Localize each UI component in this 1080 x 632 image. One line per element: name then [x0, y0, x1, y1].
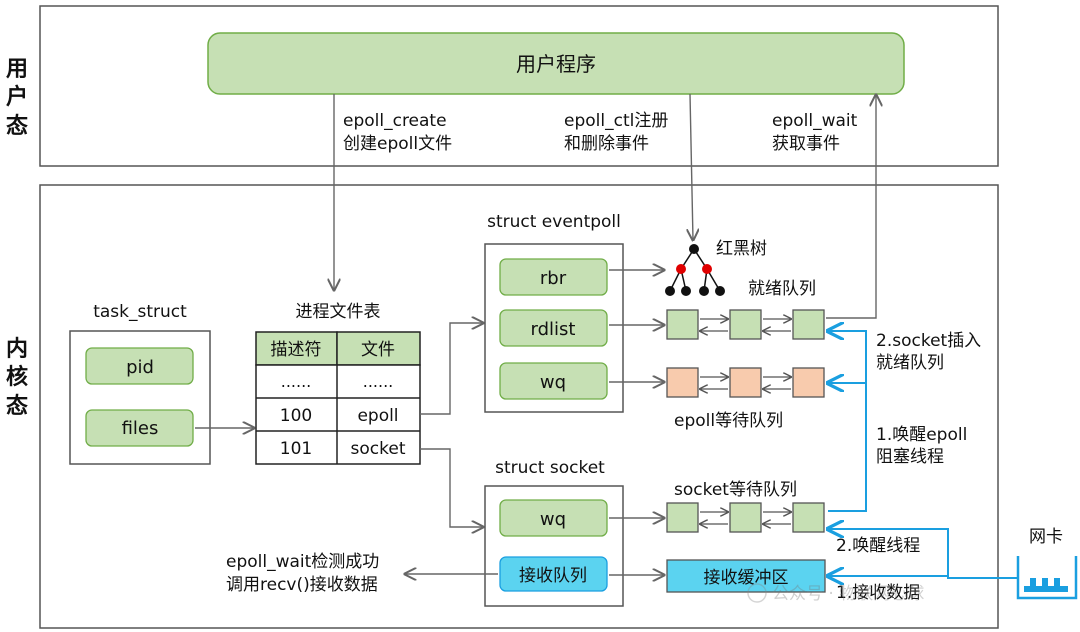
eventpoll-rdlist-label: rdlist — [531, 319, 576, 340]
rb-tree-icon — [665, 244, 725, 296]
arrow-epoll-ctl — [690, 93, 693, 240]
epoll-wait-node — [666, 367, 699, 398]
rb-tree-label: 红黑树 — [716, 239, 767, 259]
api-epoll-wait: epoll_wait — [772, 111, 858, 131]
eventpoll-rbr-label: rbr — [540, 268, 567, 289]
fd-row-3-fd: 101 — [280, 439, 312, 459]
nic-label: 网卡 — [1029, 527, 1063, 547]
arrow-epoll-to-eventpoll — [420, 323, 483, 415]
kernel-space-char-1: 内 — [6, 337, 28, 362]
user-space-label: 用 户 态 — [6, 57, 28, 139]
eventpoll-rbr-box — [499, 258, 608, 296]
arrow-socket-to-struct — [420, 448, 483, 527]
step-receive-label: 1.接收数据 — [836, 583, 920, 603]
socket-title: struct socket — [495, 458, 605, 478]
kernel-space-char-2: 核 — [6, 364, 28, 390]
epoll-wait-queue — [666, 367, 825, 398]
epoll-wait-detect-label: epoll_wait检测成功 — [226, 552, 379, 572]
epoll-wait-node — [792, 367, 825, 398]
eventpoll-title: struct eventpoll — [487, 212, 621, 232]
nic-icon — [1016, 556, 1078, 600]
socket-wait-node — [729, 502, 762, 533]
socket-wait-node — [792, 502, 825, 533]
watermark: 公众号 · 物联网心球 — [747, 583, 924, 604]
ready-list — [666, 309, 825, 340]
api-epoll-create: epoll_create — [343, 111, 447, 131]
kernel-space-label: 内 核 态 — [6, 337, 28, 419]
recv-call-label: 调用recv()接收数据 — [226, 575, 378, 595]
task-files-box — [85, 409, 194, 447]
wechat-icon — [747, 583, 767, 603]
epoll-wait-node — [729, 367, 762, 398]
socket-wq-box — [499, 499, 608, 537]
arrow-epoll-wait — [826, 95, 876, 319]
ready-list-label: 就绪队列 — [748, 279, 816, 299]
eventpoll-wq-box — [499, 362, 608, 400]
fd-header-file: 文件 — [361, 340, 395, 360]
recv-buffer-label: 接收缓冲区 — [704, 568, 789, 588]
user-space-frame — [39, 5, 999, 167]
task-pid-box — [85, 347, 194, 385]
step-wake-epoll-label-1: 1.唤醒epoll — [876, 425, 967, 445]
arrow-nic-to-buffer — [828, 576, 1018, 578]
user-space-char-2: 户 — [6, 84, 28, 110]
step-wake-thread-label: 2.唤醒线程 — [836, 536, 920, 556]
fd-row-2-file: epoll — [357, 406, 398, 426]
fd-table: 描述符 文件 ...... ...... 100 epoll 101 socke… — [255, 331, 421, 465]
socket-recv-queue-box — [499, 556, 608, 592]
arrow-insert-ready — [828, 331, 867, 383]
fd-header-descriptor: 描述符 — [271, 340, 322, 360]
eventpoll-rdlist-box — [499, 309, 608, 347]
api-epoll-ctl: epoll_ctl注册 — [564, 111, 668, 131]
fd-row-3-file: socket — [351, 439, 406, 459]
socket-wait-node — [666, 502, 699, 533]
api-epoll-ctl-desc: 和删除事件 — [564, 134, 649, 154]
task-pid-label: pid — [126, 357, 154, 378]
kernel-space-char-3: 态 — [6, 393, 28, 419]
api-epoll-wait-desc: 获取事件 — [772, 134, 840, 154]
task-struct-title: task_struct — [93, 302, 187, 322]
step-insert-label-1: 2.socket插入 — [876, 331, 981, 351]
ready-node — [666, 309, 699, 340]
kernel-space-frame — [39, 184, 999, 629]
api-epoll-create-desc: 创建epoll文件 — [343, 134, 452, 154]
fd-row-1-file: ...... — [363, 372, 394, 391]
ready-node — [729, 309, 762, 340]
socket-wait-queue-label: socket等待队列 — [674, 480, 797, 500]
step-insert-label-2: 就绪队列 — [876, 353, 944, 373]
task-files-label: files — [122, 418, 159, 439]
fd-row-2-fd: 100 — [280, 406, 312, 426]
user-space-char-3: 态 — [6, 113, 28, 139]
fd-body — [255, 364, 421, 465]
step-wake-epoll-label-2: 阻塞线程 — [876, 447, 944, 467]
fd-row-1-fd: ...... — [281, 372, 312, 391]
socket-wait-queue — [666, 502, 825, 533]
watermark-text: 公众号 · 物联网心球 — [772, 584, 924, 604]
fd-table-title: 进程文件表 — [296, 302, 381, 322]
recv-buffer-box — [666, 559, 826, 593]
eventpoll-wq-label: wq — [540, 372, 566, 393]
arrow-wake-thread — [828, 529, 949, 578]
user-program-box — [207, 32, 905, 95]
user-program-label: 用户程序 — [516, 52, 596, 76]
epoll-wait-queue-label: epoll等待队列 — [674, 411, 783, 431]
socket-recv-queue-label: 接收队列 — [519, 566, 587, 586]
arrow-wake-epoll — [828, 383, 867, 512]
socket-wq-label: wq — [540, 509, 566, 530]
user-space-char-1: 用 — [6, 57, 28, 82]
ready-node — [792, 309, 825, 340]
